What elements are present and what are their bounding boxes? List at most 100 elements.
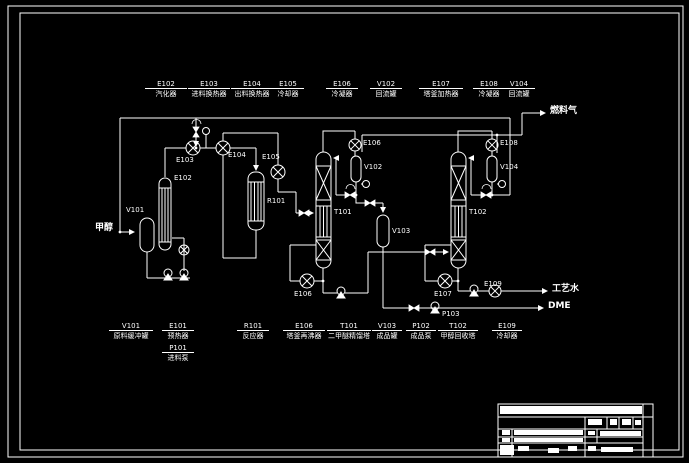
legend-tag: E108 [473, 80, 505, 90]
legend-tag: E103 [188, 80, 230, 90]
tag-v103: V103 [392, 227, 411, 235]
legend-tag: T102 [438, 322, 478, 332]
tag-e102: E102 [174, 174, 192, 182]
legend-name: 进料换热器 [191, 90, 227, 99]
legend-tag: E101 [162, 322, 194, 332]
legend-name: 回流罐 [508, 90, 530, 99]
tag-e103: E103 [176, 156, 194, 164]
legend-tag: P102 [406, 322, 436, 332]
tag-e104: E104 [228, 151, 246, 159]
exchanger-e109 [488, 284, 502, 298]
title-block [497, 403, 654, 458]
title-block-text-blobs [500, 406, 642, 455]
legend-name: 冷凝器 [478, 90, 500, 99]
legend-name: 成品罐 [376, 332, 398, 341]
tag-e106-condenser: E106 [363, 139, 381, 147]
legend-tag: E109 [492, 322, 522, 332]
legend-name: 成品泵 [410, 332, 432, 341]
column-t101 [315, 151, 332, 269]
legend-tag: E102 [145, 80, 187, 90]
legend-tag: E105 [272, 80, 304, 90]
vessel-v103 [376, 214, 390, 248]
tag-v104: V104 [500, 163, 519, 171]
stream-label-fuel-gas: 燃料气 [550, 106, 578, 116]
reactor-r101 [247, 171, 265, 231]
pump-symbols [163, 268, 479, 314]
valve-dme-line [408, 304, 420, 312]
legend-tag: T101 [327, 322, 371, 332]
valve-t101-feed [298, 209, 310, 217]
legend-tag: V103 [372, 322, 402, 332]
tag-e108: E108 [500, 139, 518, 147]
legend-name: 进料泵 [167, 354, 189, 363]
exchanger-e106-reboiler [299, 273, 315, 289]
legend-name: 反应器 [242, 332, 264, 341]
legend-name: 预热器 [167, 332, 189, 341]
stream-label-dme: DME [548, 301, 571, 311]
tag-v102: V102 [364, 163, 383, 171]
legend-tag: V104 [503, 80, 535, 90]
pump-t102-bottoms [469, 284, 479, 297]
exchanger-e106-condenser [348, 138, 362, 152]
tag-e107: E107 [434, 290, 452, 298]
control-valve-t102-reflux [480, 184, 492, 199]
exchanger-e101 [178, 244, 190, 256]
tag-t101: T101 [334, 208, 352, 216]
vessel-v101 [139, 217, 155, 253]
tag-t102: T102 [469, 208, 487, 216]
tag-e109: E109 [484, 280, 502, 288]
tag-p103: P103 [442, 310, 460, 318]
legend-name: 冷却器 [496, 332, 518, 341]
legend-tag: E107 [419, 80, 463, 90]
tag-v101: V101 [126, 206, 145, 214]
legend-name: 塔釜再沸器 [286, 332, 322, 341]
legend-name: 冷却器 [277, 90, 299, 99]
legend-name: 冷凝器 [331, 90, 353, 99]
pump-p101a [163, 268, 173, 281]
legend-name: 甲醇回收塔 [440, 332, 476, 341]
column-t102 [450, 151, 467, 269]
pipe-junctions [118, 133, 499, 283]
exchanger-e102 [158, 177, 172, 251]
legend-tag: V101 [109, 322, 153, 332]
legend-tag: E106 [283, 322, 325, 332]
tag-r101: R101 [267, 197, 286, 205]
border-frames [7, 5, 684, 458]
legend-name: 回流罐 [375, 90, 397, 99]
exchanger-e107 [437, 273, 453, 289]
legend-name: 原料缓冲罐 [113, 332, 149, 341]
exchanger-e108 [485, 138, 499, 152]
exchanger-e104 [215, 140, 231, 156]
legend-name: 塔釜加热器 [423, 90, 459, 99]
legend-tag: V102 [370, 80, 402, 90]
legend-name: 二甲醚精馏塔 [328, 332, 370, 341]
valve-t102-feed [424, 248, 436, 256]
vessel-v104 [486, 155, 498, 183]
legend-tag: P101 [162, 344, 194, 354]
flow-arrows [128, 110, 548, 311]
valve-distillate [364, 199, 376, 207]
process-piping [119, 112, 540, 309]
pump-t101-bottoms [336, 286, 346, 299]
legend-tag: R101 [237, 322, 269, 332]
legend-name: 出料换热器 [234, 90, 270, 99]
